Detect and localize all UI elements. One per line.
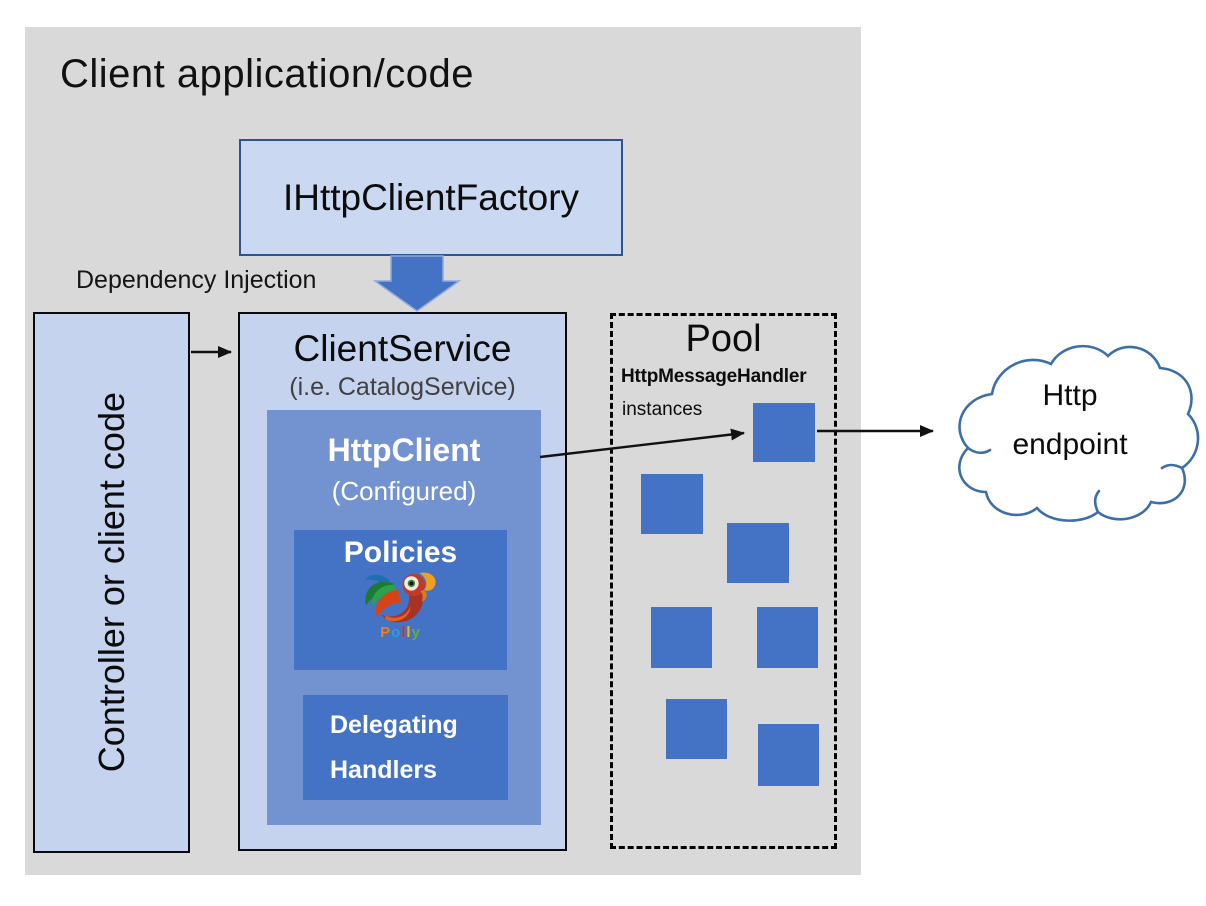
http-endpoint-line2: endpoint [1012,428,1128,461]
httpclient-title: HttpClient [327,432,481,468]
delegating-handlers-line2: Handlers [330,756,437,784]
httpmessagehandler-instance [666,699,727,759]
httpmessagehandler-instance [757,607,818,668]
delegating-handlers-box: Delegating Handlers [303,695,508,800]
http-endpoint-cloud [958,344,1200,522]
clientservice-box: ClientService (i.e. CatalogService) Http… [238,312,567,851]
ihttpclientfactory-box: IHttpClientFactory [239,139,623,256]
httpclient-box: HttpClient (Configured) Policies Polly [267,410,541,825]
httpmessagehandler-instance [727,523,789,583]
panel-title: Client application/code [60,52,474,96]
httpmessagehandler-instance [651,607,712,668]
polly-parrot-icon [364,572,436,623]
http-endpoint-line1: Http [1042,379,1098,412]
controller-label: Controller or client code [90,392,132,773]
pool-handler-label: HttpMessageHandler [621,366,807,387]
clientservice-title: ClientService [293,328,512,369]
httpmessagehandler-instance [641,474,703,534]
polly-logo-text: Polly [380,624,421,641]
http-endpoint-label: Http endpoint [940,371,1200,469]
policies-label: Policies [343,536,458,569]
pool-instances-label: instances [622,399,703,420]
delegating-handlers-line1: Delegating [330,711,458,739]
pool-box: Pool HttpMessageHandler instances [610,313,837,849]
ihttpclientfactory-label: IHttpClientFactory [282,176,580,218]
clientservice-subtitle: (i.e. CatalogService) [289,373,516,401]
httpmessagehandler-instance [758,724,819,786]
pool-title: Pool [685,318,762,360]
httpclient-subtitle: (Configured) [331,476,477,506]
controller-box: Controller or client code [33,312,190,853]
dependency-injection-label: Dependency Injection [76,266,317,294]
httpmessagehandler-instance [753,403,815,462]
policies-box: Policies Polly [294,530,507,670]
